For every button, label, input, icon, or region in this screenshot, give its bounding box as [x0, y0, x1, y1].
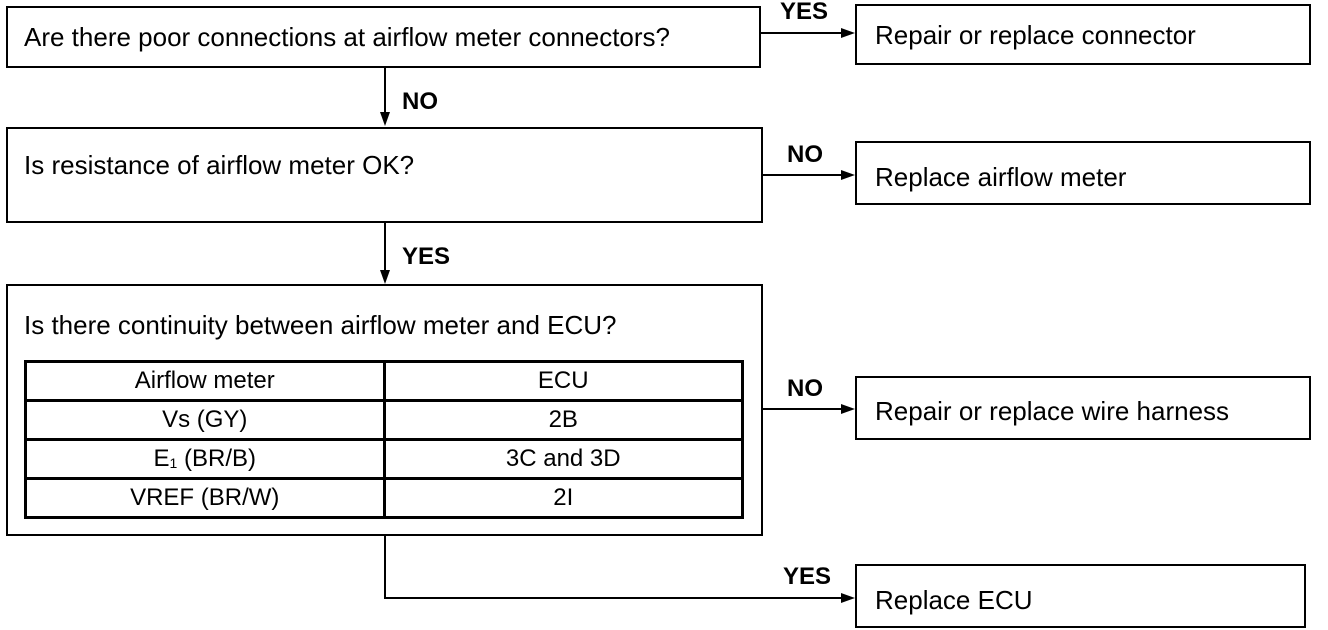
question-connections-text: Are there poor connections at airflow me… [24, 22, 671, 52]
action-box-replace-meter [855, 141, 1311, 205]
terminal-wire: (BR/B) [177, 445, 256, 472]
action-replace-meter-text: Replace airflow meter [875, 162, 1127, 192]
label-q3-no: NO [787, 375, 823, 402]
label-q1-no: NO [402, 88, 438, 115]
question-box-resistance [6, 127, 763, 223]
table-cell-ecu: 2B [382, 399, 744, 441]
action-box-repair-connector [855, 4, 1311, 65]
action-box-repair-harness [855, 376, 1311, 440]
continuity-table: Airflow meter ECU Vs (GY) 2B E1 (BR/B) 3… [24, 360, 744, 519]
question-continuity-text: Is there continuity between airflow mete… [24, 310, 617, 340]
table-header-row: Airflow meter ECU [24, 360, 744, 402]
connector-q3-yes-vertical [384, 536, 386, 599]
table-row: Vs (GY) 2B [24, 399, 744, 441]
table-cell-meter: Vs (GY) [24, 399, 386, 441]
arrow-q1-yes [841, 28, 855, 38]
arrow-q1-no [380, 112, 390, 126]
action-box-replace-ecu [855, 564, 1306, 628]
action-replace-ecu-text: Replace ECU [875, 585, 1033, 615]
table-cell-ecu: 3C and 3D [382, 438, 744, 480]
arrow-q2-yes [380, 270, 390, 284]
question-resistance-text: Is resistance of airflow meter OK? [24, 150, 415, 180]
label-q2-no: NO [787, 141, 823, 168]
arrow-q3-yes [841, 593, 855, 603]
table-header-ecu: ECU [382, 360, 744, 402]
connector-q3-yes-horizontal [384, 597, 843, 599]
table-row: VREF (BR/W) 2I [24, 477, 744, 519]
arrow-q2-no [841, 170, 855, 180]
connector-q2-yes [384, 223, 386, 271]
action-repair-harness-text: Repair or replace wire harness [875, 396, 1230, 426]
label-q3-yes: YES [783, 563, 832, 590]
question-box-connections [6, 6, 761, 68]
arrow-q3-no [841, 404, 855, 414]
table-cell-meter: VREF (BR/W) [24, 477, 386, 519]
table-cell-ecu: 2I [382, 477, 744, 519]
terminal-subscript: 1 [169, 455, 178, 471]
terminal-name: E [153, 445, 170, 472]
connector-q3-no [763, 408, 843, 410]
table-row: E1 (BR/B) 3C and 3D [24, 438, 744, 480]
label-q1-yes: YES [780, 0, 829, 25]
label-q2-yes: YES [402, 243, 451, 270]
table-header-meter: Airflow meter [24, 360, 386, 402]
connector-q1-no [384, 68, 386, 114]
connector-q1-yes [761, 32, 843, 34]
table-cell-meter: E1 (BR/B) [24, 438, 386, 480]
action-repair-connector-text: Repair or replace connector [875, 20, 1196, 50]
connector-q2-no [763, 174, 843, 176]
